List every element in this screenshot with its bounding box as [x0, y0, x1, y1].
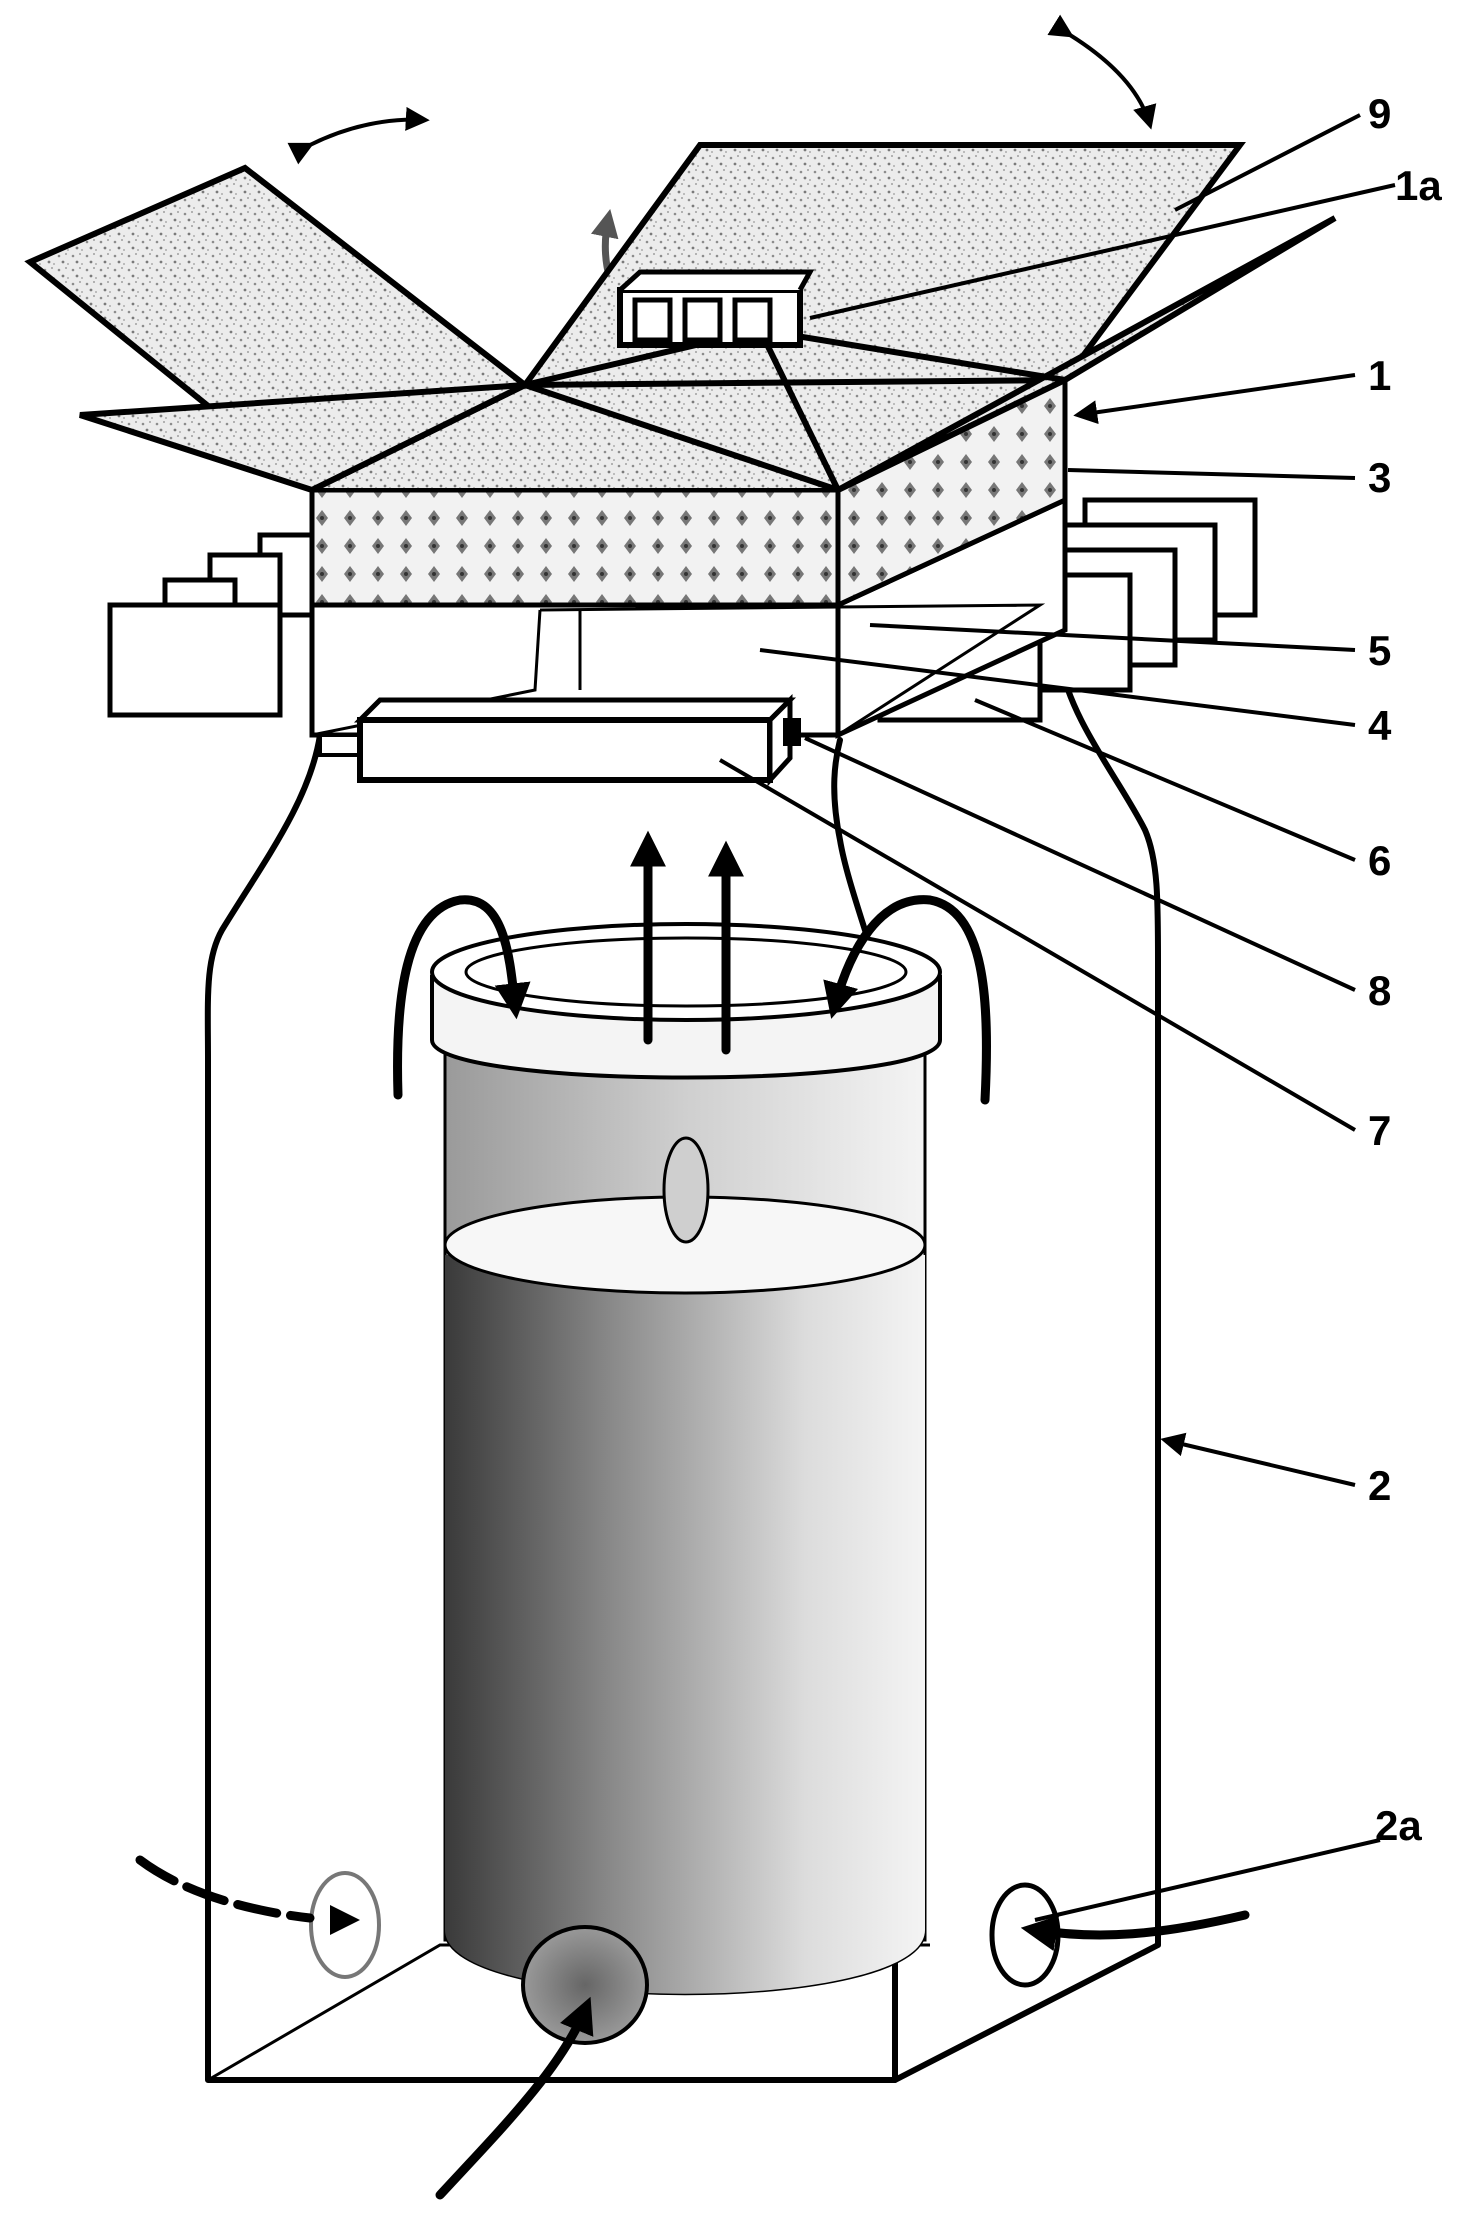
- leader-lines: [718, 113, 1396, 1922]
- rotation-arrows: [287, 14, 1157, 165]
- rotation-arrow-left: [287, 106, 430, 165]
- left-inflow-arrow: [135, 1855, 315, 1923]
- float-marker: [662, 1136, 710, 1244]
- panel-3-front: [309, 487, 841, 608]
- label-8: 8: [1368, 967, 1391, 1014]
- vent-slot-3: [732, 297, 773, 343]
- label-3: 3: [1368, 454, 1391, 501]
- label-1: 1: [1368, 352, 1391, 399]
- rotation-arrow-right: [1047, 14, 1157, 130]
- housing-front-outline: [204, 732, 898, 2083]
- box-7-front: [357, 717, 773, 783]
- vent-cap-1a: [617, 269, 815, 348]
- label-2: 2: [1368, 1462, 1391, 1509]
- leader-3: [1067, 468, 1356, 480]
- tank-rim-top: [430, 922, 942, 1022]
- tank: [430, 922, 942, 2045]
- curl-arrow-left: [393, 895, 531, 1100]
- left-leg: [318, 733, 362, 757]
- reflector-right: [836, 215, 1337, 493]
- reference-labels: 9 1a 1 3 5 4 6 8 7 2 2a: [1368, 90, 1442, 1849]
- vent-cap-top: [618, 269, 815, 292]
- leader-6: [974, 698, 1356, 862]
- label-7: 7: [1368, 1107, 1391, 1154]
- label-9: 9: [1368, 90, 1391, 137]
- leader-5: [869, 623, 1356, 652]
- housing-right-outline: [892, 657, 1161, 2083]
- label-2a: 2a: [1375, 1802, 1422, 1849]
- label-1a: 1a: [1395, 162, 1442, 209]
- chamber-inner-right: [539, 603, 1046, 737]
- right-inflow-arrow: [1020, 1910, 1250, 1952]
- reflector-front-left: [79, 382, 527, 494]
- leader-1: [1073, 373, 1356, 425]
- leader-8: [804, 736, 1356, 992]
- bottom-inflow-arrow: [435, 1996, 594, 2200]
- tank-rim-inner: [464, 936, 908, 1008]
- leader-7: [718, 758, 1357, 1132]
- vent-slot-1: [632, 297, 673, 343]
- label-5: 5: [1368, 627, 1391, 674]
- top-module: [309, 376, 1068, 787]
- left-vent-arrowhead: [330, 1905, 360, 1935]
- roof-ridge-right: [757, 327, 1068, 383]
- tank-liquid: [445, 1255, 925, 1994]
- connector-8: [783, 718, 801, 746]
- leader-2a: [1034, 1838, 1381, 1922]
- vent-slot-2: [682, 297, 723, 343]
- leader-2: [1160, 1432, 1356, 1487]
- roof-ridge: [522, 327, 841, 493]
- fin-left-4: [107, 602, 283, 718]
- leader-1a: [809, 183, 1396, 320]
- leader-9: [1174, 113, 1361, 212]
- label-4: 4: [1368, 702, 1392, 749]
- label-6: 6: [1368, 837, 1391, 884]
- bottom-intake-hole: [521, 1925, 649, 2045]
- curl-arrow-right: [823, 895, 991, 1105]
- left-fins: [107, 532, 333, 718]
- leader-4: [759, 648, 1356, 727]
